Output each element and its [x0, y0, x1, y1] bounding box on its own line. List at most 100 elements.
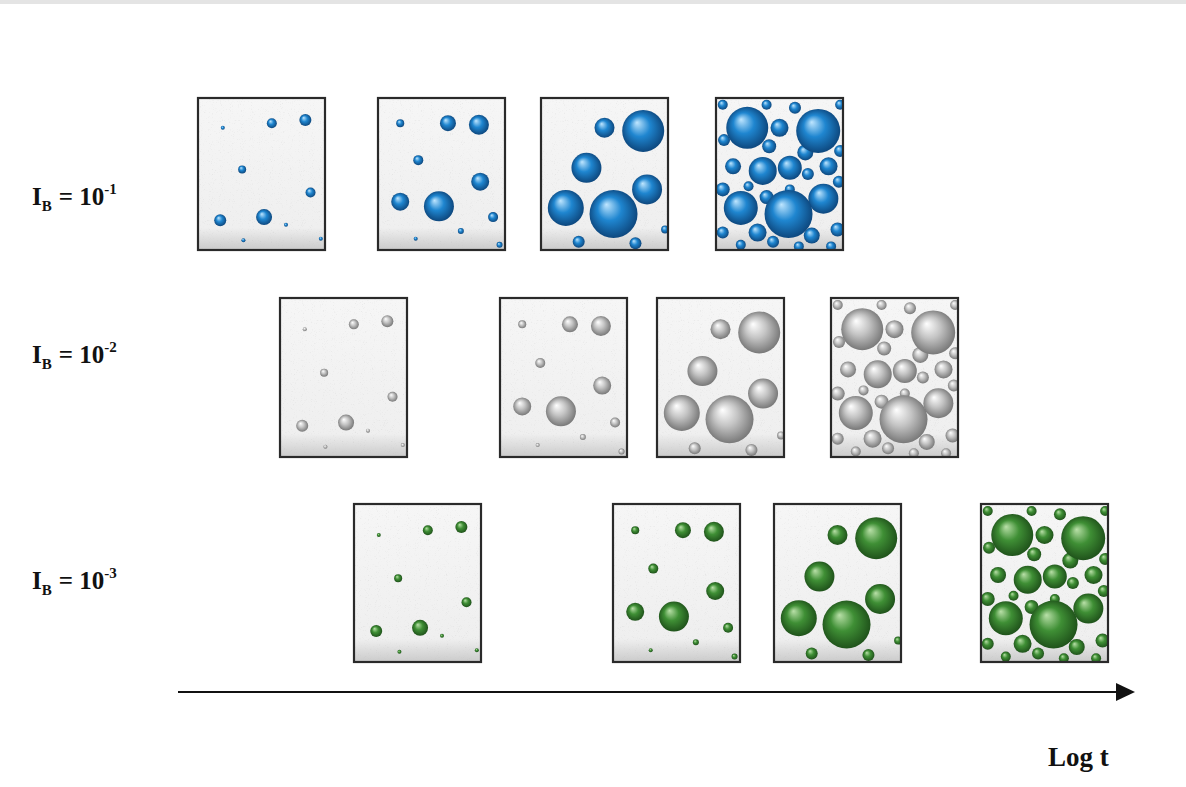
particle: [370, 625, 382, 637]
particle: [771, 119, 789, 137]
particle: [462, 597, 472, 607]
particle: [591, 316, 611, 336]
particle: [423, 525, 433, 535]
particle: [762, 100, 772, 110]
particle: [832, 433, 844, 445]
particle: [1009, 591, 1019, 601]
particle: [629, 237, 641, 249]
panel-border: [981, 504, 1108, 662]
particle: [284, 223, 288, 227]
particle: [711, 319, 731, 339]
particle: [412, 620, 428, 636]
particle: [778, 156, 802, 180]
particle: [1014, 566, 1042, 594]
particle: [580, 434, 586, 440]
particle: [648, 564, 658, 574]
particle: [518, 320, 526, 328]
particle: [864, 360, 892, 388]
particle: [935, 360, 953, 378]
panel-texture: [830, 297, 959, 458]
particle: [762, 139, 776, 153]
particle: [877, 342, 891, 356]
particle: [828, 525, 848, 545]
growth-panel: [197, 97, 326, 251]
particle: [1032, 647, 1044, 659]
panel-texture: [499, 297, 628, 458]
particle: [917, 372, 929, 384]
particle: [864, 430, 882, 448]
symbol: I: [32, 341, 42, 368]
particle: [689, 442, 701, 454]
particle: [366, 429, 370, 433]
particle: [1001, 652, 1011, 662]
particle: [808, 184, 838, 214]
panel-texture: [197, 97, 326, 251]
particle: [401, 443, 405, 447]
particle: [736, 240, 746, 250]
panel-texture: [279, 297, 408, 458]
particle: [299, 114, 311, 126]
particle: [626, 603, 644, 621]
growth-panel: [612, 503, 741, 663]
particle: [381, 315, 393, 327]
particle: [622, 110, 664, 152]
particle: [1030, 601, 1078, 649]
particle: [323, 445, 327, 449]
growth-panel: [353, 503, 482, 663]
particle: [717, 227, 729, 239]
panel-ground: [499, 297, 628, 458]
particle: [893, 359, 917, 383]
particle: [338, 415, 354, 431]
particle: [806, 647, 818, 659]
panel-texture: [773, 503, 902, 663]
particle: [377, 533, 381, 537]
particle: [862, 649, 874, 661]
panel-ground: [197, 97, 326, 251]
particle: [851, 447, 861, 457]
time-axis: [178, 691, 1120, 693]
particle: [238, 165, 246, 173]
particle: [241, 238, 245, 242]
particle: [859, 385, 869, 395]
symbol: I: [32, 567, 42, 594]
panel-ground: [656, 297, 785, 458]
panel-border: [774, 504, 901, 662]
particle: [610, 418, 620, 428]
particle: [595, 118, 615, 138]
particle: [1054, 508, 1066, 520]
particle: [469, 115, 489, 135]
particle: [440, 634, 444, 638]
axis-title: Log t: [1048, 742, 1109, 772]
particle: [593, 377, 611, 395]
particle: [706, 582, 724, 600]
value: = 10: [59, 183, 105, 210]
panel-border: [378, 98, 505, 250]
particle: [1027, 506, 1037, 516]
panel-border: [613, 504, 740, 662]
panel-texture: [612, 503, 741, 663]
particle: [391, 193, 409, 211]
particle: [1014, 635, 1032, 653]
panel-ground: [980, 503, 1109, 663]
particle: [1073, 594, 1103, 624]
particle: [831, 387, 845, 401]
particle: [919, 434, 935, 450]
panel-texture: [656, 297, 785, 458]
panel-border: [198, 98, 325, 250]
panel-border: [657, 298, 784, 457]
exponent: -1: [104, 181, 117, 197]
axis-label: Log t: [1048, 744, 1109, 771]
panel-ground: [830, 297, 959, 458]
particle: [214, 214, 226, 226]
particle: [458, 228, 464, 234]
particle: [802, 168, 814, 180]
top-rule: [0, 0, 1186, 4]
panel-texture: [980, 503, 1109, 663]
particle: [256, 209, 272, 225]
particle: [982, 638, 994, 650]
particle: [296, 420, 308, 432]
growth-panel: [540, 97, 669, 251]
axis-arrowhead: [1116, 683, 1135, 701]
particle: [886, 320, 904, 338]
particle: [855, 517, 897, 559]
